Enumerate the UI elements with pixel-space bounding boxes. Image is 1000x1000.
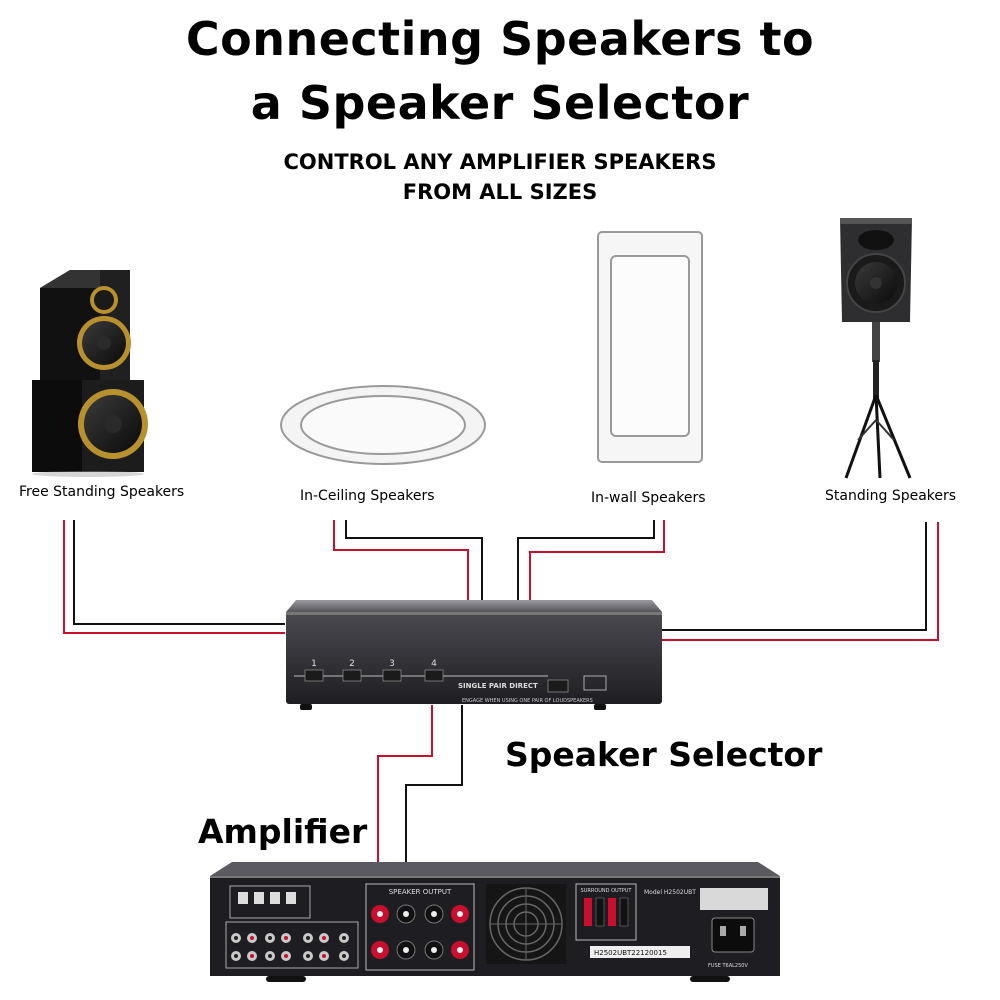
- amplifier-device: SPEAKER OUTPUT SURROUND OUTPUT Model H25…: [210, 862, 780, 982]
- subtitle-line1: CONTROL ANY AMPLIFIER SPEAKERS: [283, 150, 717, 174]
- free-standing-speakers-image: [32, 270, 148, 477]
- in-ceiling-speaker-image: [280, 385, 486, 465]
- wire-standing-black: [662, 522, 927, 631]
- label-standing-speakers: Standing Speakers: [825, 488, 957, 504]
- wire-in-wall-red: [529, 520, 665, 602]
- wire-amp-red: [377, 705, 433, 894]
- amp-surround-label: SURROUND OUTPUT: [581, 888, 633, 894]
- label-in-ceiling-speakers: In-Ceiling Speakers: [300, 488, 435, 504]
- label-amplifier: Amplifier: [198, 812, 368, 851]
- selector-button-4[interactable]: [424, 669, 444, 682]
- label-speaker-selector: Speaker Selector: [505, 735, 823, 774]
- selector-button-direct[interactable]: [547, 679, 569, 693]
- selector-button-2-label: 2: [349, 659, 355, 669]
- speaker-selector-device: 1 2 3 4 SINGLE PAIR DIRECT ENGAGE WHEN U…: [286, 600, 662, 710]
- selector-button-1[interactable]: [304, 669, 324, 682]
- wires: [63, 520, 939, 894]
- wire-free-standing-red: [63, 520, 285, 634]
- subtitle-line2: FROM ALL SIZES: [402, 180, 598, 204]
- selector-button-3[interactable]: [382, 669, 402, 682]
- page-title-line2: a Speaker Selector: [250, 76, 750, 130]
- amp-model: Model H2502UBT: [644, 889, 696, 896]
- wire-amp-black: [405, 705, 463, 894]
- selector-panel-text: SINGLE PAIR DIRECT: [458, 682, 538, 690]
- label-in-wall-speakers: In-wall Speakers: [591, 490, 706, 506]
- wire-in-ceiling-red: [333, 520, 469, 602]
- page-title-line1: Connecting Speakers to: [185, 12, 815, 66]
- wire-in-ceiling-black: [345, 520, 483, 602]
- in-wall-speaker-image: [597, 231, 703, 463]
- selector-button-1-label: 1: [311, 659, 317, 669]
- amp-fuse: FUSE T6AL250V: [708, 963, 748, 969]
- amp-serial: H2502UBT22120015: [594, 949, 667, 957]
- wire-standing-red: [662, 522, 939, 641]
- wire-free-standing-black: [73, 520, 285, 625]
- label-free-standing-speakers: Free Standing Speakers: [19, 484, 185, 500]
- selector-button-4-label: 4: [431, 659, 437, 669]
- amp-speaker-output-label: SPEAKER OUTPUT: [389, 888, 452, 896]
- selector-panel-subtext: ENGAGE WHEN USING ONE PAIR OF LOUDSPEAKE…: [462, 698, 593, 704]
- selector-button-2[interactable]: [342, 669, 362, 682]
- wire-in-wall-black: [517, 520, 655, 602]
- standing-speaker-image: [840, 218, 912, 479]
- selector-button-3-label: 3: [389, 659, 395, 669]
